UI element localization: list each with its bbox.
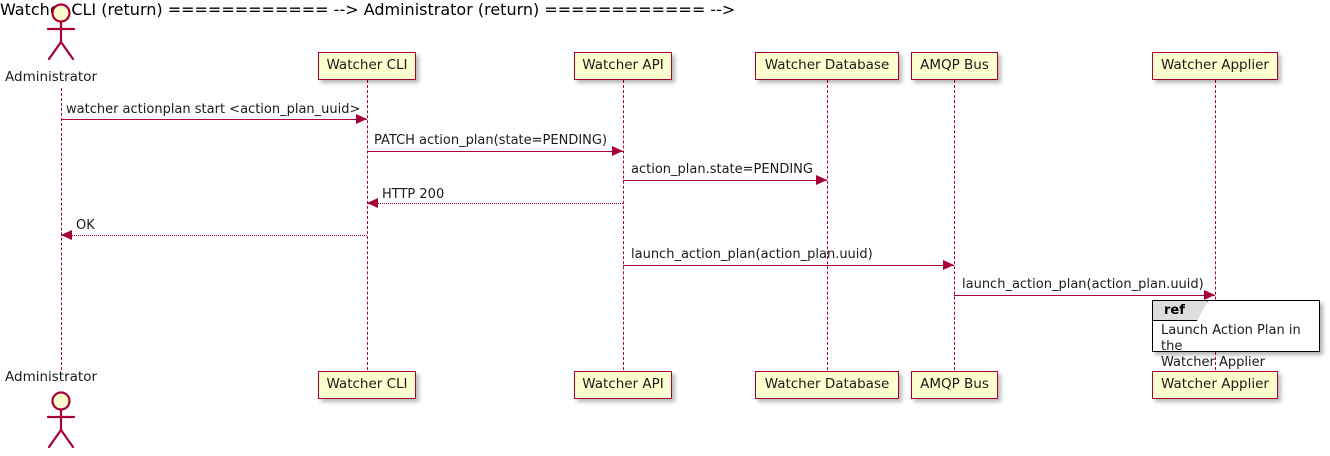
message-line-5 [61, 235, 367, 236]
lifeline-watcher-api [623, 80, 624, 370]
message-label-3: action_plan.state=PENDING [631, 162, 813, 177]
lifeline-watcher-db [827, 80, 828, 370]
message-label-6: launch_action_plan(action_plan.uuid) [631, 247, 873, 262]
message-label-2: PATCH action_plan(state=PENDING) [374, 133, 608, 148]
participant-box-watcher-db-top[interactable]: Watcher Database [755, 52, 899, 80]
message-label-5: OK [76, 218, 95, 233]
actor-administrator-top[interactable] [40, 2, 84, 64]
participant-box-amqp-bus-top[interactable]: AMQP Bus [911, 52, 998, 80]
lifeline-watcher-cli [367, 80, 368, 370]
message-line-2 [367, 151, 623, 152]
participant-box-watcher-db-bottom[interactable]: Watcher Database [755, 371, 899, 399]
lifeline-amqp-bus [954, 80, 955, 370]
message-arrowhead-7 [1204, 290, 1215, 300]
message-line-6 [623, 265, 954, 266]
participant-box-watcher-api-bottom[interactable]: Watcher API [574, 371, 672, 399]
participant-box-watcher-api-top[interactable]: Watcher API [574, 52, 672, 80]
ref-fragment-line-1: Launch Action Plan in the [1161, 323, 1301, 354]
actor-administrator-bottom[interactable] [40, 390, 84, 452]
ref-fragment-box[interactable]: ref Launch Action Plan in the Watcher Ap… [1152, 300, 1320, 370]
message-arrowhead-4 [367, 198, 378, 208]
actor-label-administrator-bottom: Administrator [5, 369, 98, 385]
participant-box-watcher-applier-bottom[interactable]: Watcher Applier [1152, 371, 1278, 399]
participant-box-watcher-cli-top[interactable]: Watcher CLI [318, 52, 416, 80]
message-arrowhead-1 [356, 114, 367, 124]
participant-box-watcher-applier-top[interactable]: Watcher Applier [1152, 52, 1278, 80]
message-arrowhead-2 [612, 146, 623, 156]
lifeline-administrator [61, 88, 62, 370]
message-arrowhead-5 [61, 230, 72, 240]
message-line-4 [367, 203, 623, 204]
message-label-4: HTTP 200 [382, 187, 445, 202]
participant-box-watcher-cli-bottom[interactable]: Watcher CLI [318, 371, 416, 399]
message-arrowhead-3 [816, 175, 827, 185]
lifeline-watcher-applier [1215, 80, 1216, 370]
actor-label-administrator-top: Administrator [5, 69, 98, 85]
message-line-3 [623, 180, 827, 181]
message-arrowhead-6 [943, 260, 954, 270]
message-line-7 [954, 295, 1215, 296]
ref-fragment-line-2: Watcher Applier [1161, 355, 1265, 370]
message-line-1 [61, 119, 367, 120]
ref-fragment-body: Launch Action Plan in the Watcher Applie… [1161, 323, 1319, 371]
participant-box-amqp-bus-bottom[interactable]: AMQP Bus [911, 371, 998, 399]
ref-fragment-tab-label: ref [1153, 301, 1208, 321]
message-label-1: watcher actionplan start <action_plan_uu… [66, 102, 361, 117]
message-label-7: launch_action_plan(action_plan.uuid) [962, 277, 1204, 292]
